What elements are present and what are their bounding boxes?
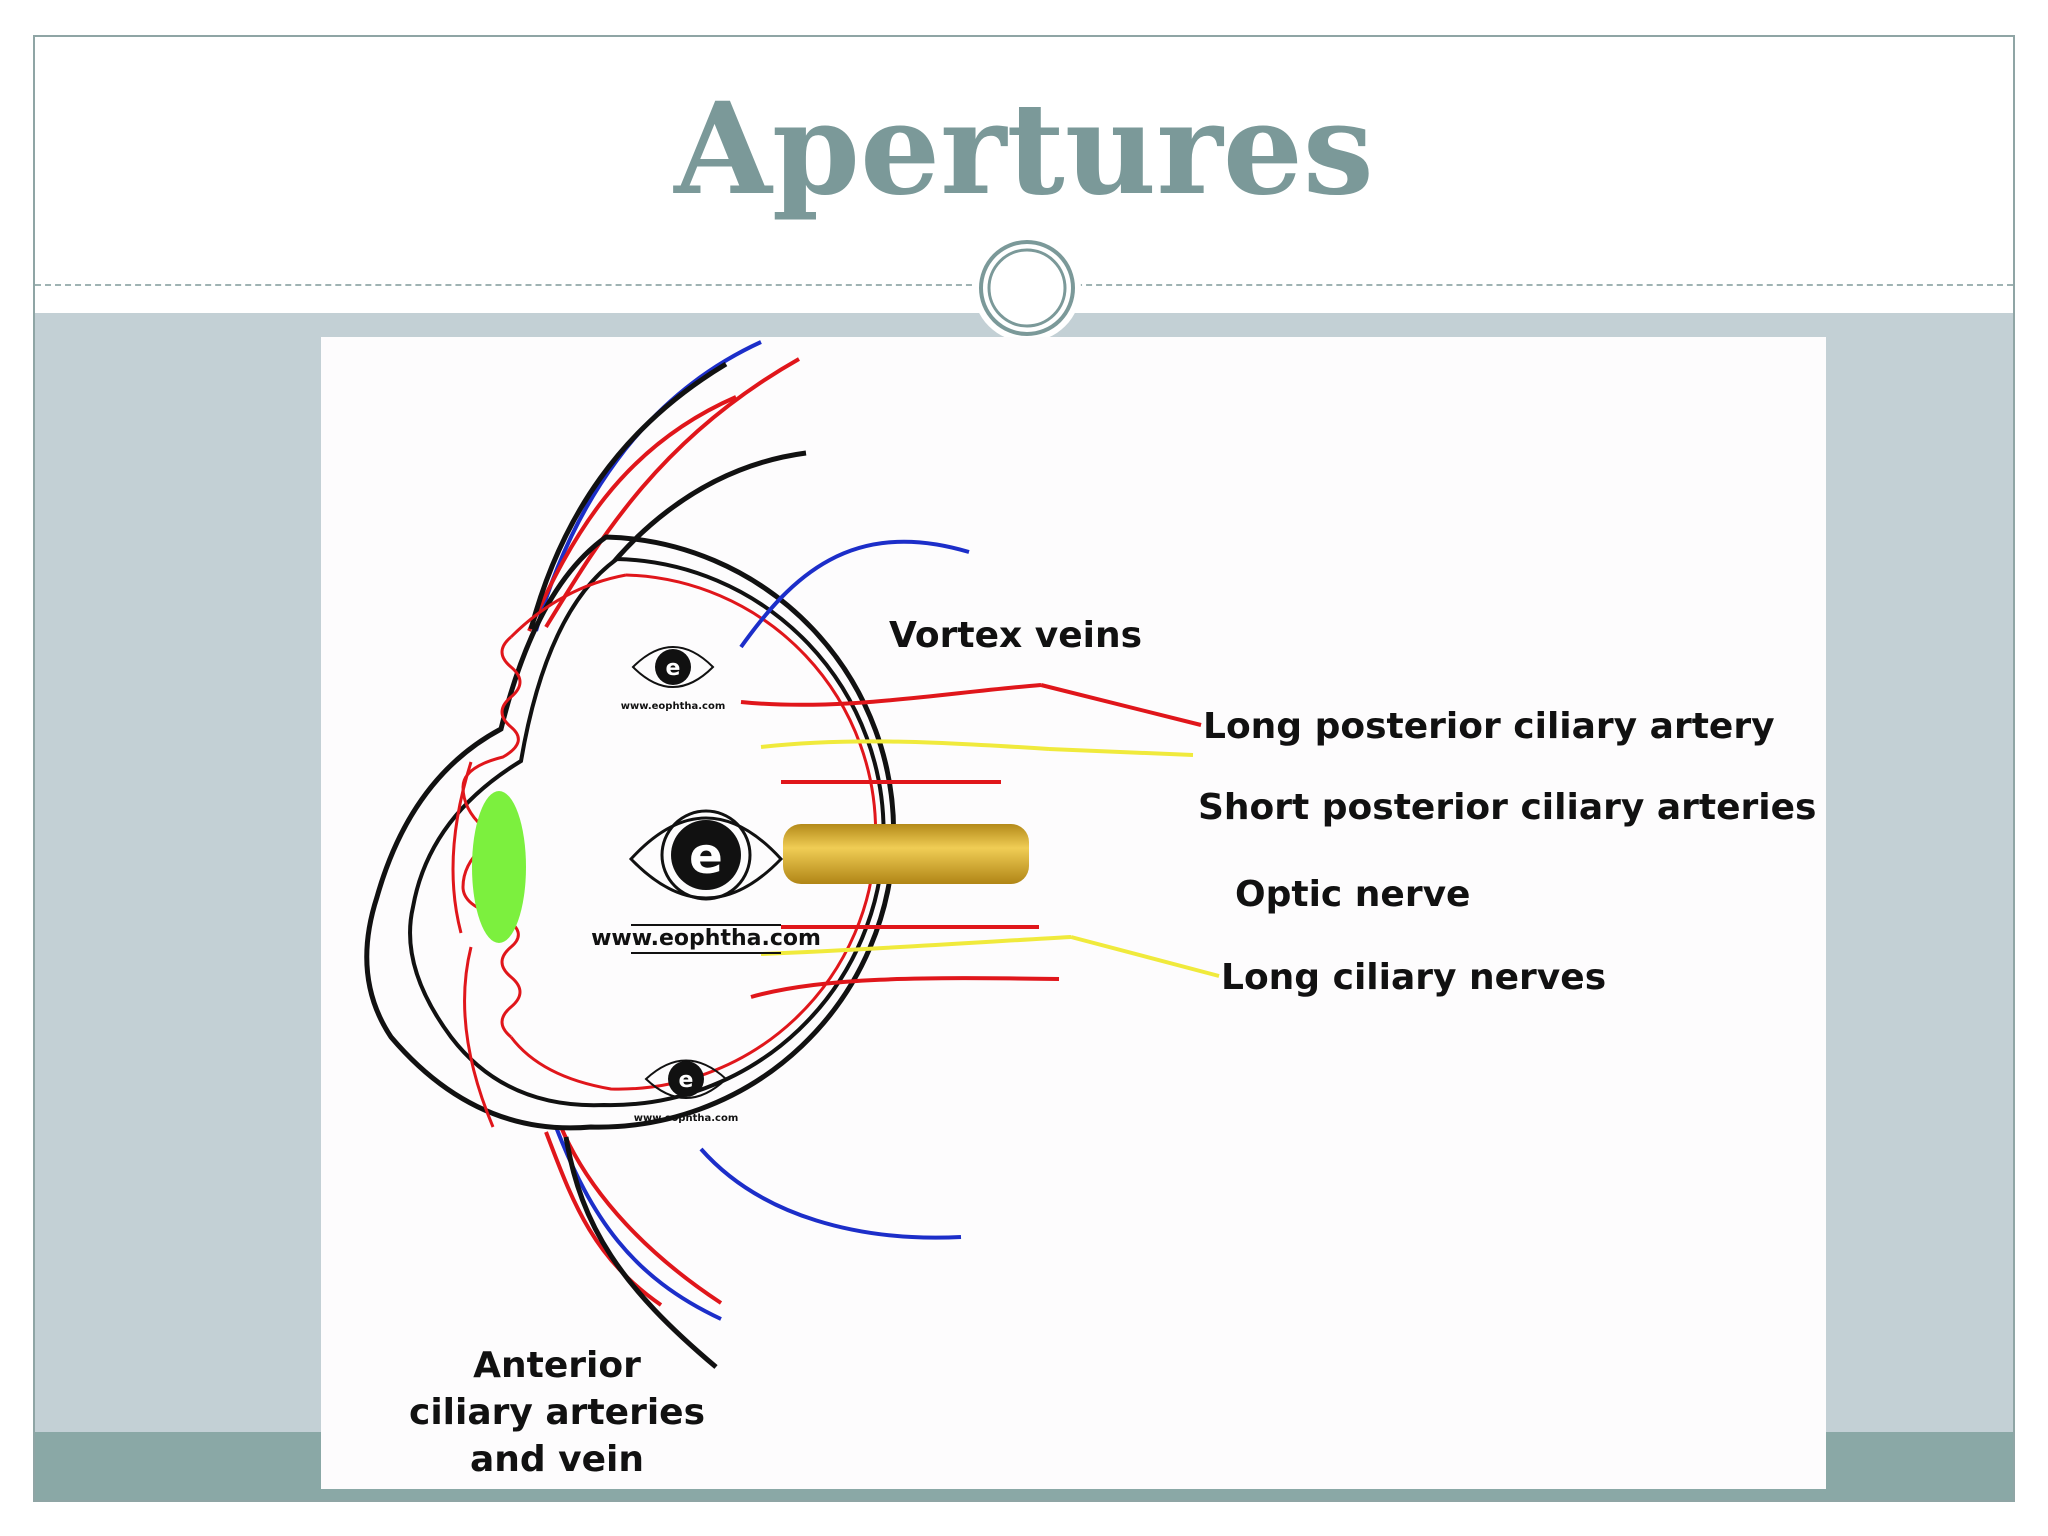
watermark-url: www.eophtha.com xyxy=(591,926,821,951)
watermark-bottom-letter: e xyxy=(679,1068,694,1093)
leader-long-posterior xyxy=(1040,683,1202,727)
label-long-ciliary-nerves: Long ciliary nerves xyxy=(1221,957,1606,998)
circle-ornament-icon xyxy=(973,234,1081,342)
label-vortex-veins: Vortex veins xyxy=(889,615,1142,656)
leader-long-ciliary-nerves xyxy=(1070,935,1220,978)
label-short-posterior-ciliary-arteries: Short posterior ciliary arteries xyxy=(1198,787,1816,828)
label-anterior-line-2: ciliary arteries xyxy=(409,1392,705,1433)
lower-artery-line-2 xyxy=(750,976,1060,999)
watermark-center: e www.eophtha.com xyxy=(591,809,821,954)
long-ciliary-nerve-line xyxy=(760,935,1072,956)
short-posterior-nerve-line xyxy=(760,739,1050,751)
lens xyxy=(472,791,526,943)
watermark-top-url: www.eophtha.com xyxy=(621,701,725,712)
watermark-bottom-url: www.eophtha.com xyxy=(634,1113,738,1124)
leader-short-posterior xyxy=(1048,747,1194,757)
eye-diagram-image: e www.eophtha.com e www.eophtha.com e ww… xyxy=(321,337,1826,1489)
watermark-top-letter: e xyxy=(666,656,681,681)
watermark-top: e www.eophtha.com xyxy=(621,646,725,712)
label-anterior-line-3: and vein xyxy=(470,1439,644,1480)
label-optic-nerve: Optic nerve xyxy=(1235,874,1470,915)
slide: Apertures xyxy=(33,35,2015,1502)
eyeball xyxy=(364,534,897,1131)
eye-diagram: e www.eophtha.com e www.eophtha.com e ww… xyxy=(364,340,1816,1480)
lower-vessels xyxy=(544,1126,962,1369)
label-anterior-line-1: Anterior xyxy=(473,1345,641,1386)
watermark-bottom: e www.eophtha.com xyxy=(634,1059,738,1124)
long-posterior-ciliary-artery-line xyxy=(740,683,1042,707)
label-long-posterior-ciliary-artery: Long posterior ciliary artery xyxy=(1203,706,1775,747)
upper-vessels xyxy=(527,340,807,632)
watermark-letter: e xyxy=(689,827,723,885)
optic-nerve xyxy=(783,824,1029,884)
vortex-vein-line xyxy=(739,539,970,649)
slide-title: Apertures xyxy=(674,75,1374,223)
